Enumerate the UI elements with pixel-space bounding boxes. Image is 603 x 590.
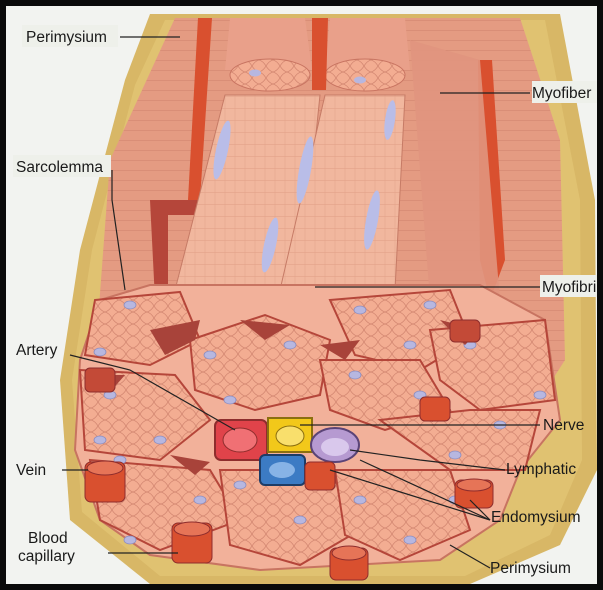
label-sarcolemma: Sarcolemma bbox=[16, 159, 103, 176]
label-endomysium: Endomysium bbox=[491, 509, 581, 526]
label-lymphatic: Lymphatic bbox=[506, 461, 576, 478]
label-myofibril: Myofibril bbox=[542, 279, 597, 296]
label-artery: Artery bbox=[16, 342, 58, 359]
label-blood-capillary-line2: capillary bbox=[18, 548, 75, 565]
label-perimysium-bottom: Perimysium bbox=[490, 560, 571, 577]
label-nerve: Nerve bbox=[543, 417, 584, 434]
label-blood-capillary-line1: Blood bbox=[28, 530, 68, 547]
muscle-diagram: Perimysium Myofiber Sarcolemma Myofibril… bbox=[6, 6, 597, 584]
label-myofiber: Myofiber bbox=[532, 85, 591, 102]
label-perimysium-top: Perimysium bbox=[26, 29, 107, 46]
cross-section bbox=[75, 285, 560, 570]
label-vein: Vein bbox=[16, 462, 46, 479]
